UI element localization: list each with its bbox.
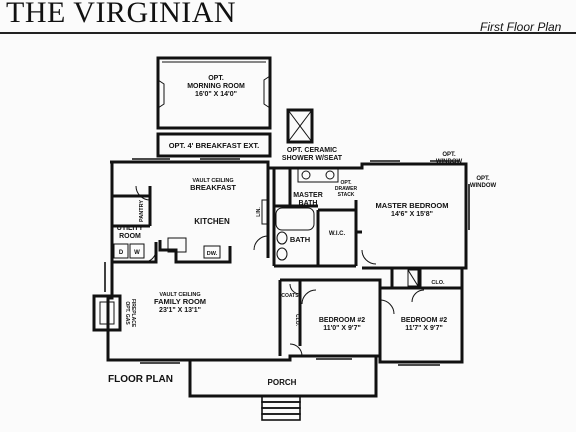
breakfast-ext-outline [156, 132, 272, 158]
fireplace-symbol [92, 294, 122, 332]
dryer-label: D [119, 250, 124, 256]
pantry-label: PANTRY [139, 200, 145, 222]
opt-window-1-a: OPT. [442, 152, 456, 158]
morning-room-label: MORNING ROOM [187, 83, 245, 90]
plumbing-fixtures [113, 167, 419, 287]
fireplace-label-2: FIREPLACE [130, 299, 136, 328]
porch-label: PORCH [268, 378, 297, 387]
shower-label-1: OPT. CERAMIC [287, 147, 337, 154]
coats-label: COATS [281, 293, 299, 299]
drawer-stack-1: OPT. [340, 180, 352, 186]
bath-label: BATH [290, 235, 310, 244]
breakfast-vault: VAULT CEILING [192, 178, 233, 184]
drawer-stack-3: STACK [338, 192, 355, 198]
morning-room-opt: OPT. [208, 75, 224, 82]
bedroom-b-size: 11'7" X 9'7" [405, 325, 443, 332]
floor-plan-label: FLOOR PLAN [108, 374, 173, 385]
door-swings [135, 185, 425, 357]
shower-box [286, 108, 314, 144]
master-bath-label-1: MASTER [293, 192, 323, 199]
morning-room-size: 16'0" X 14'0" [195, 91, 237, 98]
wic-label: W.I.C. [329, 231, 346, 237]
family-room-vault: VAULT CEILING [159, 292, 200, 298]
kitchen-label: KITCHEN [194, 217, 230, 226]
closet-left-label: CLO. [294, 314, 300, 327]
plan-subtitle: First Floor Plan [480, 20, 562, 34]
drawer-stack-2: DRAWER [335, 186, 358, 192]
bedroom-a-label: BEDROOM #2 [319, 317, 365, 324]
opt-window-2-b: WINDOW [470, 183, 497, 189]
porch-outline [188, 356, 378, 421]
closet-right-label: CLO. [431, 280, 445, 286]
utility-label-2: ROOM [119, 233, 141, 240]
utility-label-1: UTILITY [117, 225, 144, 232]
exterior-walls [106, 160, 468, 364]
breakfast-ext-label: OPT. 4' BREAKFAST EXT. [169, 141, 260, 150]
dishwasher-label: DW. [207, 251, 218, 257]
family-room-label: FAMILY ROOM [154, 297, 206, 306]
opt-window-1-b: WINDOW [436, 159, 463, 165]
fireplace-label-1: OPT. GAS [124, 301, 130, 325]
interior-walls [112, 168, 466, 356]
breakfast-label: BREAKFAST [190, 183, 236, 192]
washer-label: W [134, 250, 140, 256]
family-room-size: 23'1" X 13'1" [159, 307, 201, 314]
window-marks [104, 158, 470, 366]
master-bedroom-size: 14'6" X 15'8" [391, 211, 433, 218]
bedroom-a-size: 11'0" X 9'7" [323, 325, 361, 332]
master-bedroom-label: MASTER BEDROOM [376, 201, 449, 210]
linen-label: LIN. [256, 207, 262, 217]
bedroom-b-label: BEDROOM #2 [401, 317, 447, 324]
opt-window-2-a: OPT. [476, 176, 490, 182]
plan-title: THE VIRGINIAN [6, 0, 237, 29]
shower-label-2: SHOWER W/SEAT [282, 155, 343, 162]
morning-room-outline [156, 56, 272, 130]
master-bath-label-2: BATH [299, 200, 318, 207]
title-divider [0, 32, 576, 34]
